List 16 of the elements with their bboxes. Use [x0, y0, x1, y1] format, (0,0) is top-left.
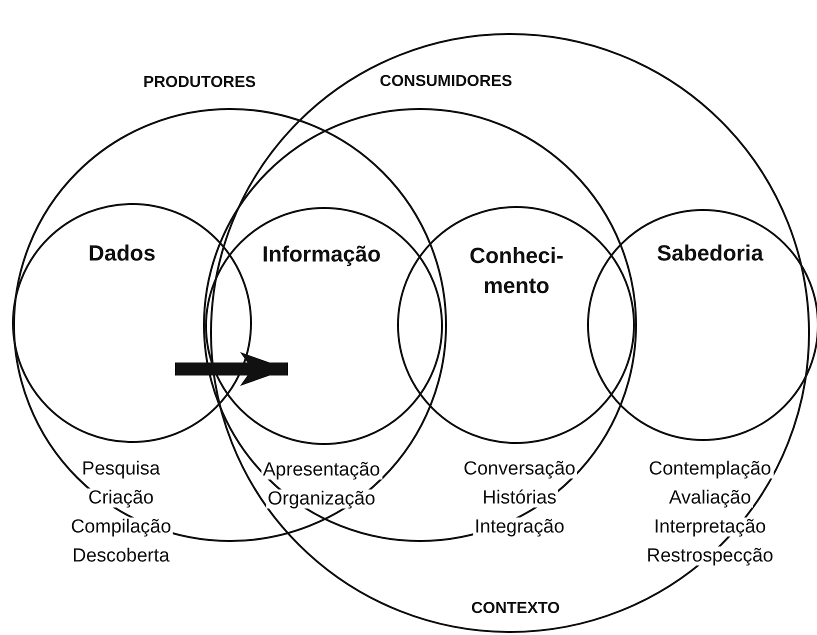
circle-title: Sabedoria — [656, 240, 764, 268]
circle-title: Informação — [262, 240, 381, 268]
list-item: Avaliação — [666, 488, 754, 508]
arrow — [175, 352, 288, 386]
list-item: Criação — [86, 488, 156, 508]
list-item: Conversação — [462, 459, 578, 478]
circle-title: Conheci- mento — [468, 242, 565, 300]
list-item: Organização — [266, 489, 378, 508]
list-item: Compilação — [68, 518, 174, 536]
circle-heading: CONTEXTO — [471, 598, 560, 618]
list-item: Contemplação — [646, 460, 774, 478]
circle-title: Dados — [88, 240, 156, 268]
list-item: Integração — [472, 517, 566, 536]
circle-heading: PRODUTORES — [143, 72, 256, 92]
list-item: Apresentação — [260, 460, 382, 479]
circle-heading: CONSUMIDORES — [380, 72, 512, 92]
